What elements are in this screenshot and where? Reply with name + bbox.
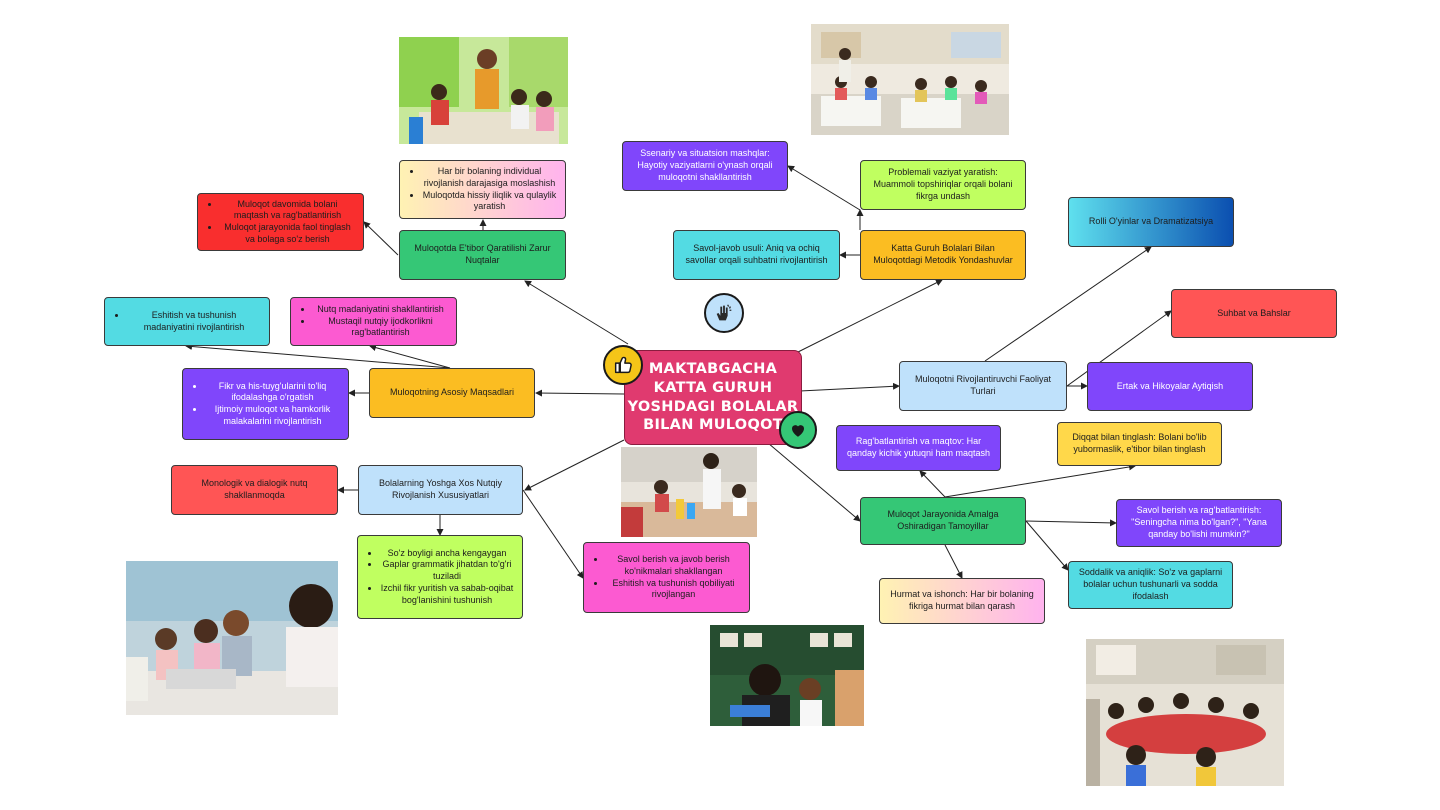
list-item: Muloqot jarayonida faol tinglash va bola… <box>220 222 355 245</box>
list-item: Gaplar grammatik jihatdan to'g'ri tuzila… <box>380 559 514 582</box>
hurmat-node[interactable]: Hurmat va ishonch: Har bir bolaning fikr… <box>879 578 1045 624</box>
faoliyat-label: Muloqotni Rivojlantiruvchi Faoliyat Turl… <box>914 374 1052 396</box>
tamoyil-label: Muloqot Jarayonida Amalga Oshiradigan Ta… <box>887 509 999 531</box>
maqsad-node[interactable]: Muloqotning Asosiy Maqsadlari <box>369 368 535 418</box>
heart-icon <box>779 411 817 449</box>
list-item: Nutq madaniyatini shakllantirish <box>313 304 448 316</box>
classroom-desks-photo <box>811 24 1009 135</box>
ssenariy-label: Ssenariy va situatsion mashqlar: Hayotiy… <box>637 148 773 182</box>
maqsad-purple-node[interactable]: Fikr va his-tuyg'ularini to'liq ifodalas… <box>182 368 349 440</box>
savol-javob-node[interactable]: Savol-javob usuli: Aniq va ochiq savolla… <box>673 230 840 280</box>
thumbs-up-icon <box>603 345 643 385</box>
ertak-node[interactable]: Ertak va Hikoyalar Aytiqish <box>1087 362 1253 411</box>
list-item: Savol berish va javob berish ko'nikmalar… <box>606 554 741 577</box>
maqsad-label: Muloqotning Asosiy Maqsadlari <box>389 387 515 398</box>
savol-javob-label: Savol-javob usuli: Aniq va ochiq savolla… <box>685 243 828 265</box>
ragbat-node[interactable]: Rag'batlantirish va maqtov: Har qanday k… <box>836 425 1001 471</box>
xus-red-label: Monologik va dialogik nutq shakllanmoqda <box>201 478 308 500</box>
xus-pink-node[interactable]: Savol berish va javob berish ko'nikmalar… <box>583 542 750 613</box>
toys-table-photo <box>621 447 757 537</box>
central-topic[interactable]: MAKTABGACHA KATTA GURUH YOSHDAGI BOLALAR… <box>624 350 802 445</box>
list-item: Muloqot davomida bolani maqtash va rag'b… <box>220 199 355 222</box>
diqqat-node[interactable]: Diqqat bilan tinglash: Bolani bo'lib yub… <box>1057 422 1222 466</box>
rolli-node[interactable]: Rolli O'yinlar va Dramatizatsiya <box>1068 197 1234 247</box>
zarur-red-node[interactable]: Muloqot davomida bolani maqtash va rag'b… <box>197 193 364 251</box>
soddalik-node[interactable]: Soddalik va aniqlik: So'z va gaplarni bo… <box>1068 561 1233 609</box>
classroom-teacher-photo <box>399 37 568 144</box>
metodik-node[interactable]: Katta Guruh Bolalari Bilan Muloqotdagi M… <box>860 230 1026 280</box>
zarur-details-node[interactable]: Har bir bolaning individual rivojlanish … <box>399 160 566 219</box>
soddalik-label: Soddalik va aniqlik: So'z va gaplarni bo… <box>1078 567 1223 601</box>
clapping-hands-icon <box>704 293 744 333</box>
list-item: Eshitish va tushunish madaniyatini rivoj… <box>127 310 261 333</box>
ragbat-label: Rag'batlantirish va maqtov: Har qanday k… <box>846 436 991 458</box>
xususiyat-label: Bolalarning Yoshga Xos Nutqiy Rivojlanis… <box>378 478 503 500</box>
ertak-label: Ertak va Hikoyalar Aytiqish <box>1116 380 1224 391</box>
tamoyil-node[interactable]: Muloqot Jarayonida Amalga Oshiradigan Ta… <box>860 497 1026 545</box>
group-table-photo <box>1086 639 1284 786</box>
diqqat-label: Diqqat bilan tinglash: Bolani bo'lib yub… <box>1072 432 1207 454</box>
list-item: So'z boyligi ancha kengaygan <box>380 548 514 560</box>
metodik-label: Katta Guruh Bolalari Bilan Muloqotdagi M… <box>873 243 1013 265</box>
maqsad-pink-node[interactable]: Nutq madaniyatini shakllantirish Mustaqi… <box>290 297 457 346</box>
xus-lime-node[interactable]: So'z boyligi ancha kengaygan Gaplar gram… <box>357 535 523 619</box>
children-laptop-photo <box>126 561 338 715</box>
zarur-nuqtalar-label: Muloqotda E'tibor Qaratilishi Zarur Nuqt… <box>414 243 551 265</box>
maqsad-cyan-node[interactable]: Eshitish va tushunish madaniyatini rivoj… <box>104 297 270 346</box>
savol-berish-label: Savol berish va rag'batlantirish: "Senin… <box>1131 505 1267 539</box>
list-item: Fikr va his-tuyg'ularini to'liq ifodalas… <box>205 381 340 404</box>
list-item: Har bir bolaning individual rivojlanish … <box>422 166 557 189</box>
xus-red-node[interactable]: Monologik va dialogik nutq shakllanmoqda <box>171 465 338 515</box>
suhbat-label: Suhbat va Bahslar <box>1217 307 1291 318</box>
problemali-node[interactable]: Problemali vaziyat yaratish: Muammoli to… <box>860 160 1026 210</box>
xususiyat-node[interactable]: Bolalarning Yoshga Xos Nutqiy Rivojlanis… <box>358 465 523 515</box>
hurmat-label: Hurmat va ishonch: Har bir bolaning fikr… <box>890 589 1034 611</box>
savol-berish-node[interactable]: Savol berish va rag'batlantirish: "Senin… <box>1116 499 1282 547</box>
list-item: Muloqotda hissiy iliqlik va qulaylik yar… <box>422 190 557 213</box>
suhbat-node[interactable]: Suhbat va Bahslar <box>1171 289 1337 338</box>
ssenariy-node[interactable]: Ssenariy va situatsion mashqlar: Hayotiy… <box>622 141 788 191</box>
list-item: Eshitish va tushunish qobiliyati rivojla… <box>606 578 741 601</box>
zarur-nuqtalar-node[interactable]: Muloqotda E'tibor Qaratilishi Zarur Nuqt… <box>399 230 566 280</box>
list-item: Mustaqil nutqiy ijodkorlikni rag'batlant… <box>313 316 448 339</box>
faoliyat-node[interactable]: Muloqotni Rivojlantiruvchi Faoliyat Turl… <box>899 361 1067 411</box>
problemali-label: Problemali vaziyat yaratish: Muammoli to… <box>873 167 1013 201</box>
list-item: Ijtimoiy muloqot va hamkorlik malakalari… <box>205 404 340 427</box>
rolli-label: Rolli O'yinlar va Dramatizatsiya <box>1088 216 1214 227</box>
teacher-girl-photo <box>710 625 864 726</box>
list-item: Izchil fikr yuritish va sabab-oqibat bog… <box>380 583 514 606</box>
